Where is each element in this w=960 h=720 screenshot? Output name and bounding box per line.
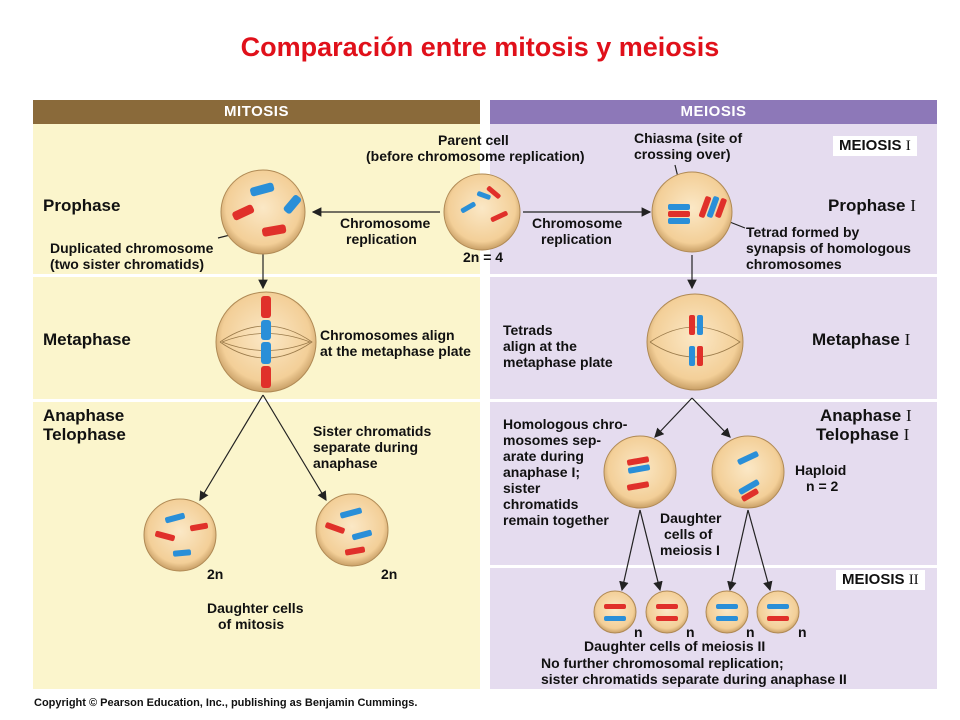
homol-label-1: Homologous chro- (503, 416, 628, 432)
cell-mitosis-prophase (220, 169, 306, 255)
separator (33, 274, 480, 277)
haploid-n-2: n (686, 624, 695, 640)
meiosis1-daughter-3: meiosis I (660, 542, 720, 558)
sister-label-1: Sister chromatids (313, 423, 432, 439)
tetrads-label-1: Tetrads (503, 322, 553, 338)
cell-meiosis-prophase (651, 171, 733, 253)
meiosis-header: MEIOSIS (490, 100, 937, 124)
parent-ploidy: 2n = 4 (463, 249, 504, 265)
homol-label-2: mosomes sep- (503, 432, 602, 448)
meiosis1-daughter-1: Daughter (660, 510, 722, 526)
separator (490, 274, 937, 277)
copyright: Copyright © Pearson Education, Inc., pub… (34, 697, 418, 709)
dup-chrom-label: Duplicated chromosome (50, 240, 214, 256)
haploid-n-4: n (798, 624, 807, 640)
ploidy-2n-left: 2n (207, 566, 224, 582)
dup-chrom-sub: (two sister chromatids) (50, 256, 205, 272)
separator (33, 399, 480, 402)
ploidy-2n-right: 2n (381, 566, 398, 582)
chiasma-label-1: Chiasma (site of (634, 130, 743, 146)
meiosis-telophase-label: Telophase I (816, 425, 910, 444)
homol-label-7: remain together (503, 512, 609, 528)
meiosis2-daughter-label: Daughter cells of meiosis II (584, 638, 766, 654)
separator (490, 399, 937, 402)
cell-mitosis-daughter-right (315, 493, 389, 567)
arrows (199, 164, 773, 592)
meiosis-1-tag: MEIOSIS I (833, 136, 917, 156)
cell-parent (443, 173, 521, 251)
homol-label-3: arate during (503, 448, 584, 464)
cell-mitosis-metaphase (215, 291, 317, 393)
sister-label-3: anaphase (313, 455, 378, 471)
chrom-repl-right-1: Chromosome (532, 215, 623, 231)
chrom-repl-left-2: replication (346, 231, 417, 247)
chrom-repl-left-1: Chromosome (340, 215, 431, 231)
page-title: Comparación entre mitosis y meiosis (240, 32, 720, 62)
tetrad-label-2: synapsis of homologous (746, 240, 911, 256)
homol-label-4: anaphase I; (503, 464, 581, 480)
haploid-n-3: n (746, 624, 755, 640)
meiosis-metaphase-label: Metaphase I (812, 330, 911, 349)
tetrad-label-3: chromosomes (746, 256, 842, 272)
cell-meiosis2-daughter-2 (645, 590, 689, 634)
haploid-label-1: Haploid (795, 462, 847, 478)
cell-meiosis2-daughter-3 (705, 590, 749, 634)
final-note-2: sister chromatids separate during anapha… (541, 671, 847, 687)
tetrad-label-1: Tetrad formed by (746, 224, 860, 240)
cell-meiosis-metaphase (646, 293, 744, 391)
cell-mitosis-daughter-left (143, 498, 217, 572)
cell-meiosis2-daughter-1 (593, 590, 637, 634)
chiasma-label-2: crossing over) (634, 146, 731, 162)
meiosis1-daughter-2: cells of (664, 526, 713, 542)
tetrads-label-2: align at the (503, 338, 577, 354)
meiosis-prophase-label: Prophase I (828, 196, 916, 215)
sister-label-2: separate during (313, 439, 419, 455)
chrom-repl-right-2: replication (541, 231, 612, 247)
parent-cell-label: Parent cell (438, 132, 509, 148)
cell-meiosis2-daughter-4 (756, 590, 800, 634)
meiosis-anaphase-label: Anaphase I (820, 406, 912, 425)
tetrads-label-3: metaphase plate (503, 354, 613, 370)
mitosis-daughter-1: Daughter cells (207, 600, 304, 616)
cell-meiosis1-daughter-right (711, 435, 785, 509)
mitosis-prophase-label: Prophase (43, 196, 121, 215)
mitosis-header: MITOSIS (33, 100, 480, 124)
homol-label-5: sister (503, 480, 541, 496)
mitosis-anaphase-label: Anaphase (43, 406, 125, 425)
separator (490, 565, 937, 568)
homol-label-6: chromatids (503, 496, 579, 512)
cell-meiosis1-daughter-left (603, 435, 677, 509)
haploid-n-1: n (634, 624, 643, 640)
meiosis-2-tag: MEIOSIS II (836, 570, 925, 590)
mitosis-metaphase-label: Metaphase (43, 330, 131, 349)
align-label-2: at the metaphase plate (320, 343, 471, 359)
parent-cell-sub: (before chromosome replication) (366, 148, 585, 164)
mitosis-telophase-label: Telophase (43, 425, 126, 444)
align-label-1: Chromosomes align (320, 327, 455, 343)
haploid-label-2: n = 2 (806, 478, 839, 494)
mitosis-daughter-2: of mitosis (218, 616, 285, 632)
final-note-1: No further chromosomal replication; (541, 655, 784, 671)
